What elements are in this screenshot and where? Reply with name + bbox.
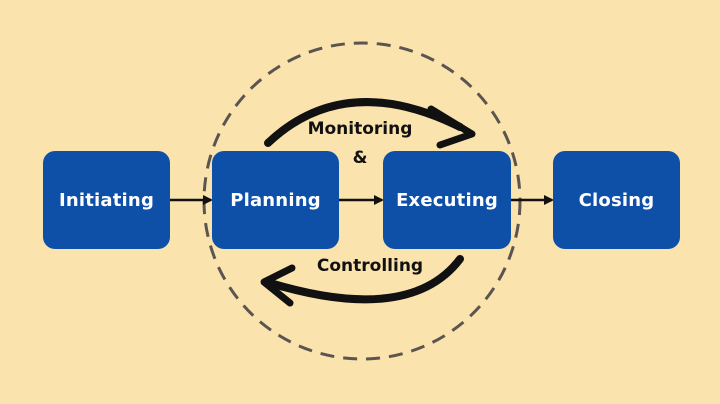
cycle-label-monitoring: Monitoring [307, 119, 413, 139]
bottom-cycle-arrowhead-icon [260, 264, 296, 307]
phase-label-executing: Executing [396, 189, 498, 211]
cycle-label-ampersand: & [352, 148, 368, 168]
phase-label-closing: Closing [578, 189, 655, 211]
cycle-label-controlling: Controlling [316, 256, 424, 276]
bottom-cycle-arrow [266, 255, 464, 304]
phase-box-planning: Planning [212, 151, 339, 249]
phase-box-initiating: Initiating [43, 151, 170, 249]
top-cycle-arrowhead-icon [427, 105, 476, 149]
top-cycle-arrow [264, 98, 464, 147]
phase-label-initiating: Initiating [58, 189, 155, 211]
phase-box-closing: Closing [553, 151, 680, 249]
phase-label-planning: Planning [230, 189, 321, 211]
phase-box-executing: Executing [383, 151, 511, 249]
